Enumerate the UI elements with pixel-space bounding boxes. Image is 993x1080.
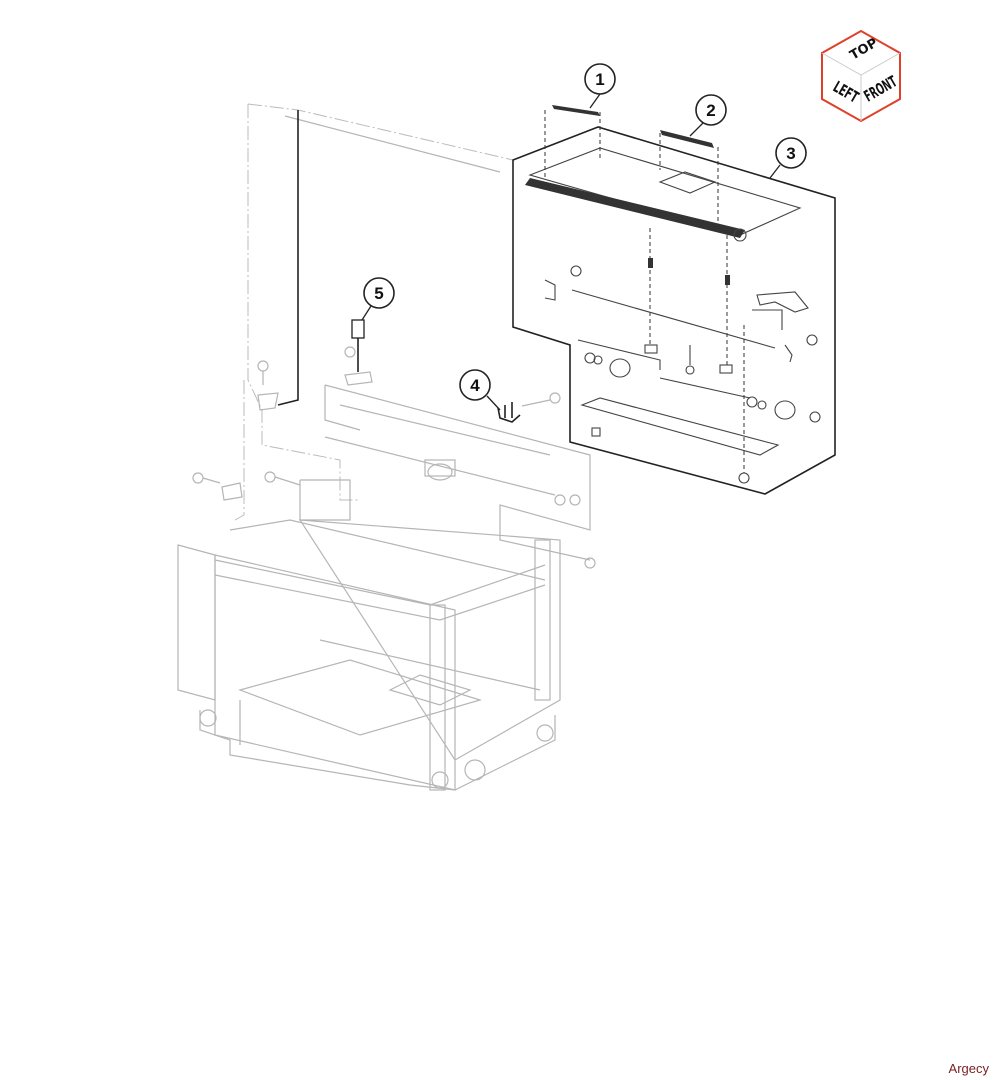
callout-1: 1: [584, 63, 616, 109]
part-3-assembly: [512, 126, 836, 495]
callout-4: 4: [459, 369, 501, 411]
part-1-spring: [552, 105, 600, 116]
watermark: Argecy: [948, 1061, 989, 1076]
part-5-sensor: [344, 319, 373, 386]
svg-text:5: 5: [374, 284, 383, 303]
callout-3: 3: [769, 137, 807, 179]
orientation-cube: TOP LEFT FRONT: [821, 29, 901, 123]
svg-text:1: 1: [595, 70, 604, 89]
callout-5: 5: [361, 277, 395, 321]
part-4-actuator: [497, 402, 521, 423]
svg-text:4: 4: [470, 376, 480, 395]
printer-frame: [177, 103, 596, 791]
svg-text:2: 2: [706, 101, 715, 120]
callout-2: 2: [689, 94, 727, 137]
part-2-spring: [660, 130, 714, 148]
svg-text:3: 3: [786, 144, 795, 163]
